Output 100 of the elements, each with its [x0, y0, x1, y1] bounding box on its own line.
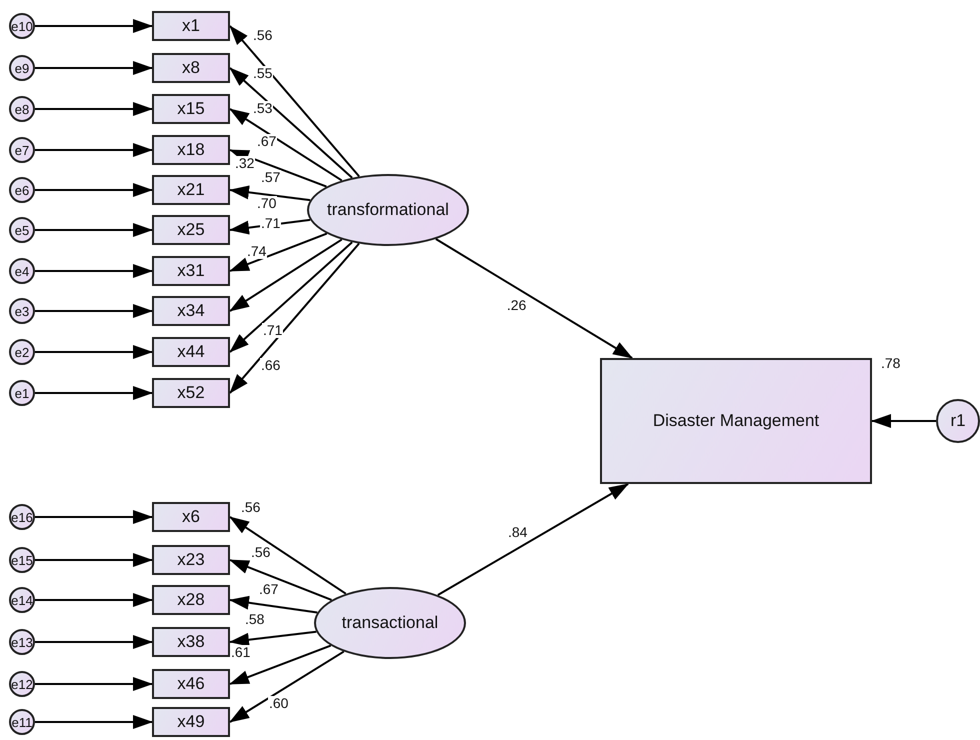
node-label: r1 — [950, 411, 966, 431]
arrow — [871, 414, 936, 428]
arrow — [229, 238, 342, 312]
coefficient-value: .71 — [260, 216, 282, 231]
arrow — [35, 304, 153, 318]
variable-box — [152, 296, 230, 326]
variable-box — [152, 502, 230, 532]
error-circle — [9, 629, 35, 655]
error-circle — [9, 217, 35, 243]
node-label: x28 — [177, 590, 205, 610]
node-label: e8 — [14, 102, 30, 116]
arrow — [229, 108, 342, 182]
node-label: x15 — [177, 99, 205, 119]
arrow — [35, 143, 153, 157]
node-label: x49 — [177, 712, 205, 732]
arrow — [435, 238, 633, 359]
coefficient-value: .56 — [240, 500, 262, 515]
arrow — [35, 183, 153, 197]
coefficient-value: .61 — [230, 645, 252, 660]
error-circle — [9, 137, 35, 163]
error-circle — [936, 399, 980, 443]
error-circle — [9, 298, 35, 324]
arrow — [35, 102, 153, 116]
arrow — [229, 644, 332, 685]
error-circle — [9, 96, 35, 122]
arrow — [229, 232, 328, 272]
variable-box — [152, 94, 230, 124]
variable-box — [152, 337, 230, 367]
error-circle — [9, 671, 35, 697]
node-label: e6 — [14, 182, 30, 198]
node-label: Disaster Management — [652, 411, 820, 431]
node-label: e7 — [14, 142, 30, 158]
arrow — [35, 510, 153, 524]
node-label: e1 — [14, 386, 30, 400]
arrow — [35, 593, 153, 607]
node-label: e9 — [14, 60, 30, 76]
node-label: x25 — [177, 220, 205, 240]
node-label: x23 — [177, 550, 205, 570]
arrow — [229, 596, 318, 614]
coefficient-value: .74 — [246, 244, 268, 259]
r-squared-value: .78 — [880, 356, 902, 371]
node-label: e14 — [11, 592, 33, 608]
node-label: e2 — [14, 344, 30, 360]
variable-box — [152, 11, 230, 41]
coefficient-value: .55 — [252, 66, 274, 81]
error-circle — [9, 547, 35, 573]
node-label: e16 — [11, 510, 33, 524]
node-label: e10 — [11, 18, 33, 34]
node-label: x1 — [182, 16, 200, 36]
error-circle — [9, 55, 35, 81]
variable-box — [152, 215, 230, 245]
node-label: x44 — [177, 342, 205, 362]
error-circle — [9, 587, 35, 613]
arrow — [229, 650, 344, 723]
node-label: e4 — [14, 264, 30, 278]
node-label: x46 — [177, 674, 205, 694]
arrow — [437, 483, 629, 596]
node-label: transformational — [327, 200, 449, 220]
error-circle — [9, 709, 35, 735]
variable-box — [152, 53, 230, 83]
coefficient-value: .32 — [234, 156, 256, 171]
coefficient-value: .56 — [250, 545, 272, 560]
arrow — [35, 61, 153, 75]
variable-box — [152, 256, 230, 286]
coefficient-value: .60 — [268, 696, 290, 711]
variable-box — [152, 707, 230, 737]
coefficient-value: .56 — [252, 28, 274, 43]
coefficient-value: .57 — [260, 170, 282, 185]
variable-box — [152, 378, 230, 408]
coefficient-value: .66 — [260, 358, 282, 373]
arrow — [35, 345, 153, 359]
node-label: x31 — [177, 261, 205, 281]
coefficient-value: .67 — [256, 134, 278, 149]
arrow — [35, 264, 153, 278]
arrow — [35, 223, 153, 237]
node-label: e13 — [11, 634, 33, 650]
node-label: x38 — [177, 632, 205, 652]
node-label: e12 — [11, 676, 33, 692]
coefficient-value: .53 — [252, 101, 274, 116]
variable-box — [152, 669, 230, 699]
node-label: e15 — [11, 552, 33, 568]
variable-box — [152, 175, 230, 205]
arrow — [35, 635, 153, 649]
arrow — [229, 149, 327, 188]
variable-box — [152, 545, 230, 575]
arrow — [229, 630, 316, 647]
node-label: x21 — [177, 180, 205, 200]
arrow — [35, 386, 153, 400]
variable-box — [152, 135, 230, 165]
variable-box — [600, 358, 872, 484]
coefficient-value: .71 — [262, 323, 284, 338]
arrow — [35, 19, 153, 33]
node-label: e5 — [14, 222, 30, 238]
arrow — [35, 715, 153, 729]
node-label: x18 — [177, 140, 205, 160]
error-circle — [9, 339, 35, 365]
arrow — [229, 185, 310, 202]
coefficient-value: .67 — [258, 582, 280, 597]
error-circle — [9, 258, 35, 284]
node-label: x52 — [177, 383, 205, 403]
